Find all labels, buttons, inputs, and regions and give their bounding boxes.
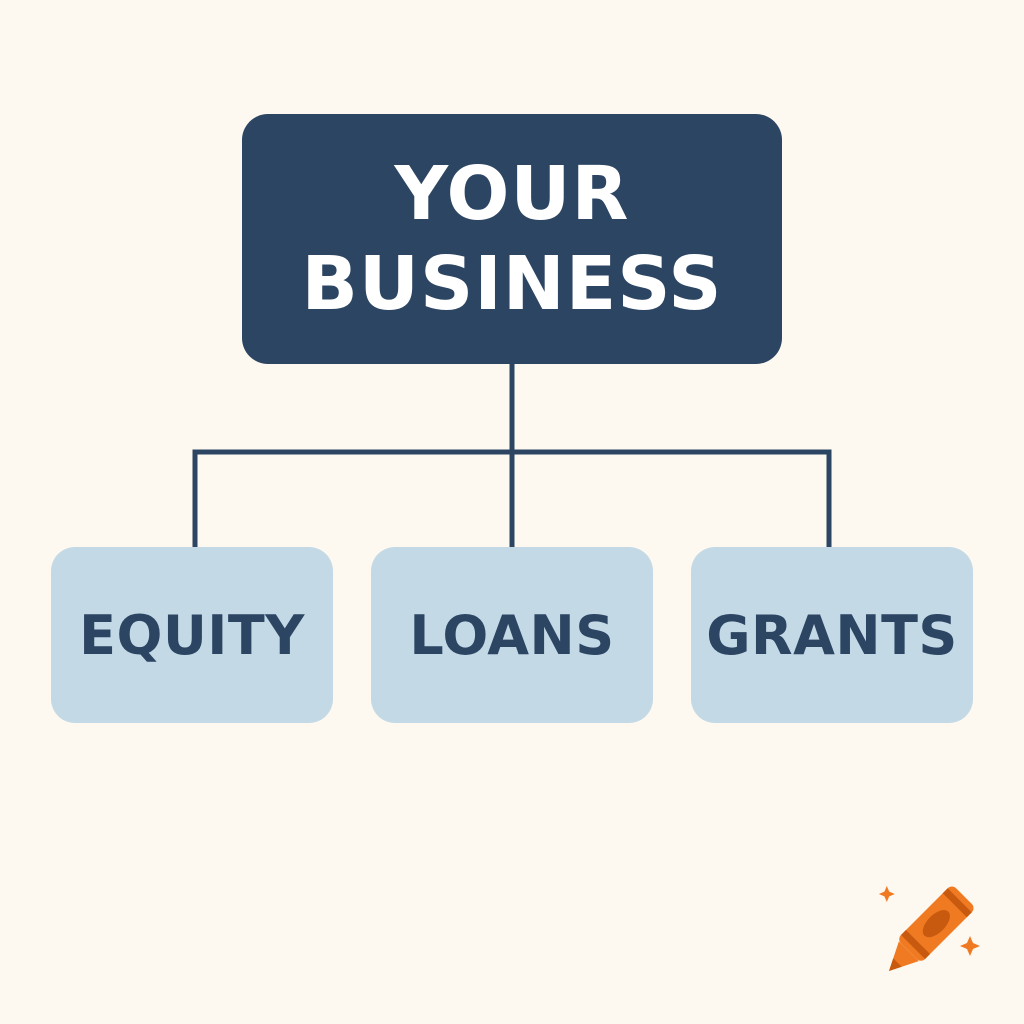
root-node-label: YOUR BUSINESS bbox=[301, 151, 723, 327]
child-node-grants: GRANTS bbox=[691, 547, 973, 723]
root-node-your-business: YOUR BUSINESS bbox=[242, 114, 782, 364]
child-node-label-grants: GRANTS bbox=[706, 603, 958, 667]
sparkle-icon bbox=[960, 936, 980, 956]
child-node-equity: EQUITY bbox=[51, 547, 333, 723]
sparkle-icon bbox=[878, 886, 895, 902]
child-node-label-loans: LOANS bbox=[409, 603, 615, 667]
child-node-label-equity: EQUITY bbox=[79, 603, 305, 667]
crayon-icon bbox=[878, 886, 980, 972]
child-node-loans: LOANS bbox=[371, 547, 653, 723]
